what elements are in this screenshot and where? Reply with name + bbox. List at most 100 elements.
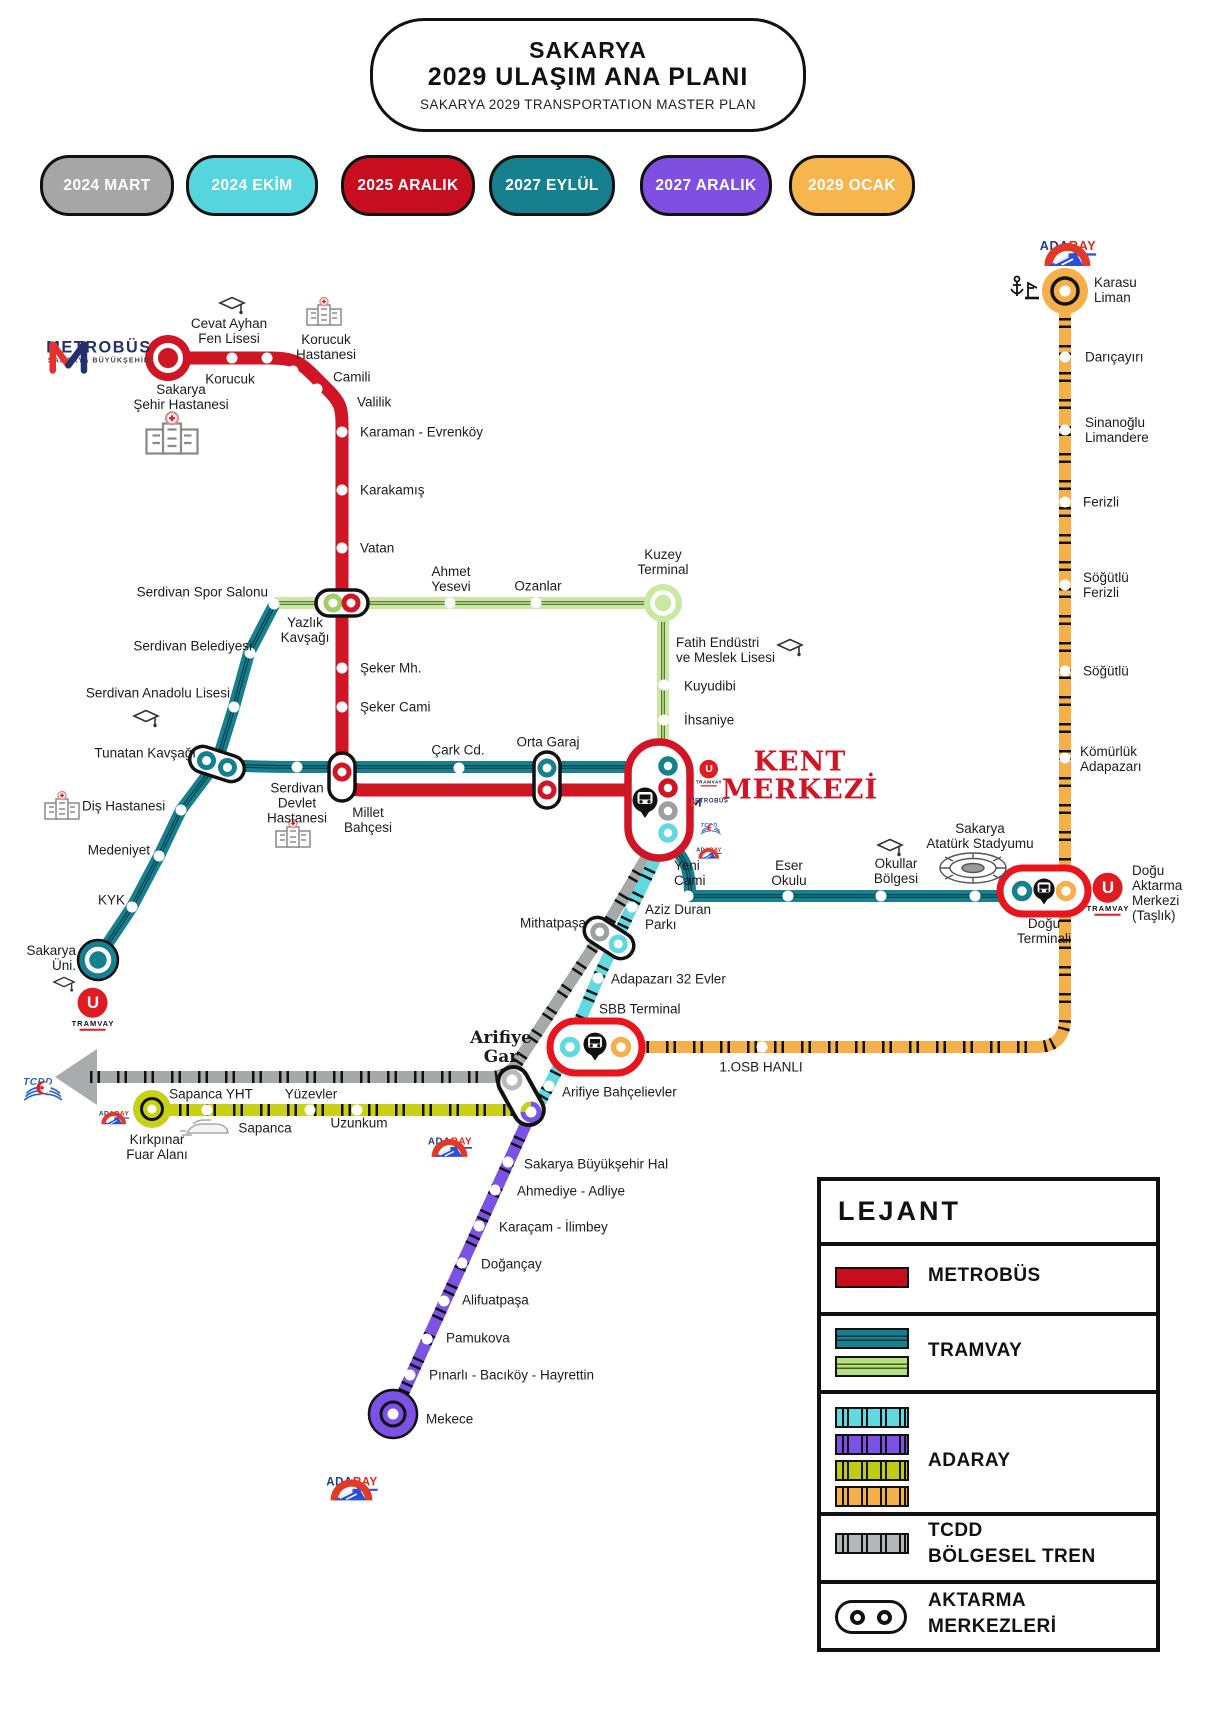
legend-divider bbox=[817, 1512, 1160, 1516]
station-label-karacam: Karaçam - İlimbey bbox=[499, 1219, 608, 1235]
terminus-mekece bbox=[367, 1388, 419, 1440]
tramvay-wordmark: TRAMVAY bbox=[71, 1018, 115, 1028]
station-label-korucuk-hastanesi: Korucuk Hastanesi bbox=[295, 331, 357, 362]
adaray-logo: ADARAY bbox=[99, 1109, 130, 1125]
legend-bar-adaray-cyan bbox=[835, 1407, 909, 1428]
adaray-ray: RAY bbox=[450, 1136, 473, 1149]
u-tramvay-logo: U TRAMVAY bbox=[71, 987, 115, 1031]
title-subtitle: SAKARYA 2029 TRANSPORTATION MASTER PLAN bbox=[420, 97, 756, 113]
adaray-logo: ADARAY bbox=[1040, 239, 1097, 266]
title-line1: SAKARYA bbox=[529, 36, 647, 63]
station-label-karasu: Karasu Liman bbox=[1094, 274, 1137, 305]
station-label-bahcelievler: Arifiye Bahçelievler bbox=[562, 1084, 677, 1100]
legend-divider bbox=[817, 1242, 1160, 1246]
station-label-uzunkum: Uzunkum bbox=[330, 1115, 388, 1131]
transfer-centers-icon bbox=[835, 1600, 907, 1634]
station-millet-bahcesi bbox=[327, 751, 357, 803]
title-line2: 2029 ULAŞIM ANA PLANI bbox=[427, 63, 749, 92]
adaray-ray: RAY bbox=[352, 1476, 378, 1491]
adaray-logo: ADARAY bbox=[696, 846, 722, 859]
station-label-sehir-hastanesi: Sakarya Şehir Hastanesi bbox=[133, 381, 229, 412]
station-label-fatih: Fatih Endüstri ve Meslek Lisesi bbox=[676, 634, 776, 665]
legend-bar-adaray-orange bbox=[835, 1486, 909, 1507]
station-label-okullar: Okullar Bölgesi bbox=[873, 855, 919, 886]
station-label-pinarli: Pınarlı - Bacıköy - Hayrettin bbox=[429, 1367, 595, 1383]
station-label-kirkpinar: Kırkpınar Fuar Alanı bbox=[126, 1131, 188, 1162]
station-label-dogancay: Doğançay bbox=[481, 1256, 542, 1272]
station-label-stadyum: Sakarya Atatürk Stadyumu bbox=[926, 820, 1034, 851]
station-label-dogu-terminali: Doğu Terminali bbox=[1016, 915, 1072, 946]
station-label-sbb: SBB Terminal bbox=[599, 1001, 681, 1017]
line-tramvay-green bbox=[274, 597, 669, 745]
terminus-sakarya-uni bbox=[76, 938, 120, 982]
tcdd-logo: TCDD bbox=[23, 1077, 63, 1101]
station-label-ahmet-yesevi: Ahmet Yesevi bbox=[431, 563, 471, 594]
adaray-ada: ADA bbox=[696, 846, 710, 853]
legend-title: LEJANT bbox=[838, 1196, 962, 1226]
station-label-hal: Sakarya Büyükşehir Hal bbox=[524, 1156, 669, 1172]
tramvay-wordmark: TRAMVAY bbox=[1086, 903, 1130, 913]
station-label-kuyudibi: Kuyudibi bbox=[684, 678, 736, 694]
tramvay-wordmark: TRAMVAY bbox=[695, 779, 723, 785]
line-adaray-orange bbox=[600, 291, 1071, 1053]
station-label-dogu-aktarma: Doğu Aktarma Merkezi (Taşlık) bbox=[1132, 862, 1183, 924]
terminus-karasu-liman bbox=[1042, 268, 1088, 314]
metrobus-m-icon bbox=[49, 341, 88, 374]
tcdd-wordmark: TCDD bbox=[23, 1077, 53, 1088]
station-label-sapanca-yht: Sapanca YHT bbox=[169, 1086, 253, 1102]
station-label-sogutlu: Söğütlü bbox=[1083, 663, 1129, 679]
line-metrobus-red bbox=[168, 351, 660, 797]
interchange-orta-garaj bbox=[532, 750, 562, 810]
legend-divider bbox=[817, 1580, 1160, 1584]
interchange-mithatpasa bbox=[582, 915, 636, 961]
pill-label: 2024 EKİM bbox=[211, 176, 293, 194]
pill-label: 2027 EYLÜL bbox=[505, 176, 599, 194]
station-label-mithatpasa: Mithatpaşa bbox=[519, 915, 586, 931]
station-label-korucuk: Korucuk bbox=[205, 371, 255, 387]
legend-bar-adaray-olive bbox=[835, 1460, 909, 1481]
station-label-kuzey: Kuzey Terminal bbox=[637, 546, 689, 577]
tcdd-icon bbox=[700, 824, 721, 835]
metrobus-sub: SAKARYA BÜYÜKŞEHİR bbox=[47, 357, 151, 366]
station-label-cark: Çark Cd. bbox=[431, 742, 485, 758]
station-label-mekece: Mekece bbox=[426, 1411, 474, 1427]
station-label-yeni-cami: Yeni Cami bbox=[674, 857, 706, 888]
station-label-ferizli: Ferizli bbox=[1083, 494, 1119, 510]
adaray-ray: RAY bbox=[114, 1109, 130, 1119]
legend-bar-tramvay-green bbox=[835, 1356, 909, 1377]
station-label-sogutlu-ferizli: Söğütlü Ferizli bbox=[1083, 569, 1129, 600]
adaray-train-icon bbox=[1044, 242, 1091, 266]
station-label-cevat-ayhan: Cevat Ayhan Fen Lisesi bbox=[190, 315, 268, 346]
station-label-serdivan-anadolu: Serdivan Anadolu Lisesi bbox=[85, 685, 230, 701]
station-label-orta-garaj: Orta Garaj bbox=[516, 734, 580, 750]
legend-bar-tramvay-teal bbox=[835, 1328, 909, 1349]
graduation-cap-icon bbox=[133, 709, 159, 729]
timeline-pill-2029-ocak: 2029 OCAK bbox=[789, 155, 915, 216]
terminus-sakarya-sehir-hastanesi bbox=[145, 335, 191, 381]
station-label-vatan: Vatan bbox=[360, 540, 395, 556]
station-label-evler32: Adapazarı 32 Evler bbox=[611, 971, 726, 987]
station-label-karakamis: Karakamış bbox=[360, 482, 425, 498]
graduation-cap-icon bbox=[219, 296, 245, 316]
station-label-arifiye-gar: Arifiye Gar bbox=[470, 1027, 532, 1067]
station-label-tunatan: Tunatan Kavşağı bbox=[94, 745, 196, 761]
station-label-dis: Diş Hastanesi bbox=[82, 798, 166, 814]
station-label-serdivan-devlet: Serdivan Devlet Hastanesi bbox=[266, 780, 328, 826]
station-label-yuzevler: Yüzevler bbox=[284, 1086, 338, 1102]
station-label-millet: Millet Bahçesi bbox=[343, 804, 393, 835]
station-label-sinanoglu: Sinanoğlu Limandere bbox=[1085, 414, 1149, 445]
legend-label-aktarma: AKTARMA MERKEZLERİ bbox=[928, 1590, 1057, 1637]
station-label-osb: 1.OSB HANLI bbox=[719, 1059, 803, 1075]
timeline-pill-2027-eylul: 2027 EYLÜL bbox=[489, 155, 615, 216]
stadium-icon bbox=[939, 852, 1007, 884]
adaray-ray: RAY bbox=[709, 846, 722, 854]
hospital-icon bbox=[145, 411, 199, 455]
station-dots bbox=[126, 351, 1071, 1381]
tramvay-underline bbox=[700, 784, 718, 787]
tramvay-underline bbox=[80, 1028, 106, 1031]
u-icon: U bbox=[1093, 872, 1123, 903]
legend-label-adaray: ADARAY bbox=[928, 1450, 1011, 1471]
station-label-aziz-duran: Aziz Duran Parkı bbox=[645, 901, 712, 932]
pill-label: 2029 OCAK bbox=[807, 176, 897, 194]
